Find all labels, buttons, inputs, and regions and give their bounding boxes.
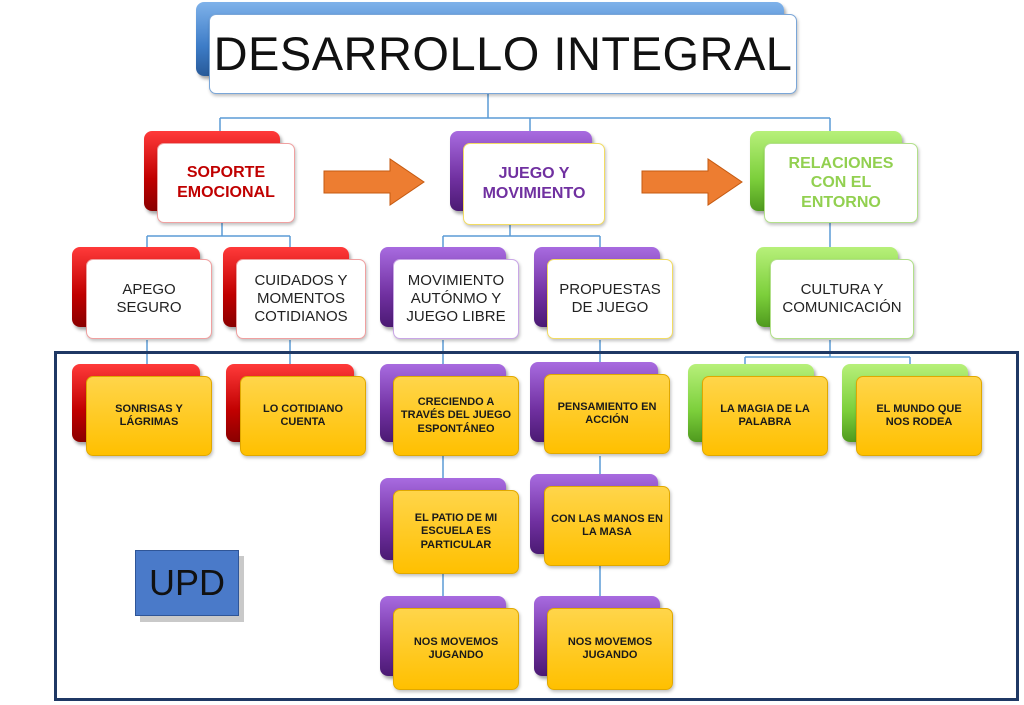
activity-creciendo-juego: CRECIENDO A TRAVÉS DEL JUEGO ESPONTÁNEO — [393, 376, 519, 456]
subtopic-propuestas-juego: PROPUESTAS DE JUEGO — [547, 259, 673, 339]
arrow-right-icon — [641, 158, 743, 206]
activity-sonrisas-lagrimas: SONRISAS Y LÁGRIMAS — [86, 376, 212, 456]
heading-juego-movimiento: JUEGO Y MOVIMIENTO — [463, 143, 605, 225]
subtopic-cultura-comunicacion: CULTURA Y COMUNICACIÓN — [770, 259, 914, 339]
activity-nos-movemos-jugando: NOS MOVEMOS JUGANDO — [547, 608, 673, 690]
activity-pensamiento-accion: PENSAMIENTO EN ACCIÓN — [544, 374, 670, 454]
diagram-title: DESARROLLO INTEGRAL — [209, 14, 797, 94]
activity-nos-movemos-jugando: NOS MOVEMOS JUGANDO — [393, 608, 519, 690]
arrow-right-icon — [323, 158, 425, 206]
subtopic-movimiento-autonomo: MOVIMIENTO AUTÓNMO Y JUEGO LIBRE — [393, 259, 519, 339]
heading-relaciones-entorno: RELACIONES CON EL ENTORNO — [764, 143, 918, 223]
activity-mundo-rodea: EL MUNDO QUE NOS RODEA — [856, 376, 982, 456]
upd-label: UPD — [135, 550, 239, 616]
subtopic-apego-seguro: APEGO SEGURO — [86, 259, 212, 339]
activity-magia-palabra: LA MAGIA DE LA PALABRA — [702, 376, 828, 456]
activity-patio-escuela: EL PATIO DE MI ESCUELA ES PARTICULAR — [393, 490, 519, 574]
activity-manos-masa: CON LAS MANOS EN LA MASA — [544, 486, 670, 566]
subtopic-cuidados-momentos: CUIDADOS Y MOMENTOS COTIDIANOS — [236, 259, 366, 339]
upd-frame — [54, 351, 1019, 701]
activity-lo-cotidiano-cuenta: LO COTIDIANO CUENTA — [240, 376, 366, 456]
heading-soporte-emocional: SOPORTE EMOCIONAL — [157, 143, 295, 223]
